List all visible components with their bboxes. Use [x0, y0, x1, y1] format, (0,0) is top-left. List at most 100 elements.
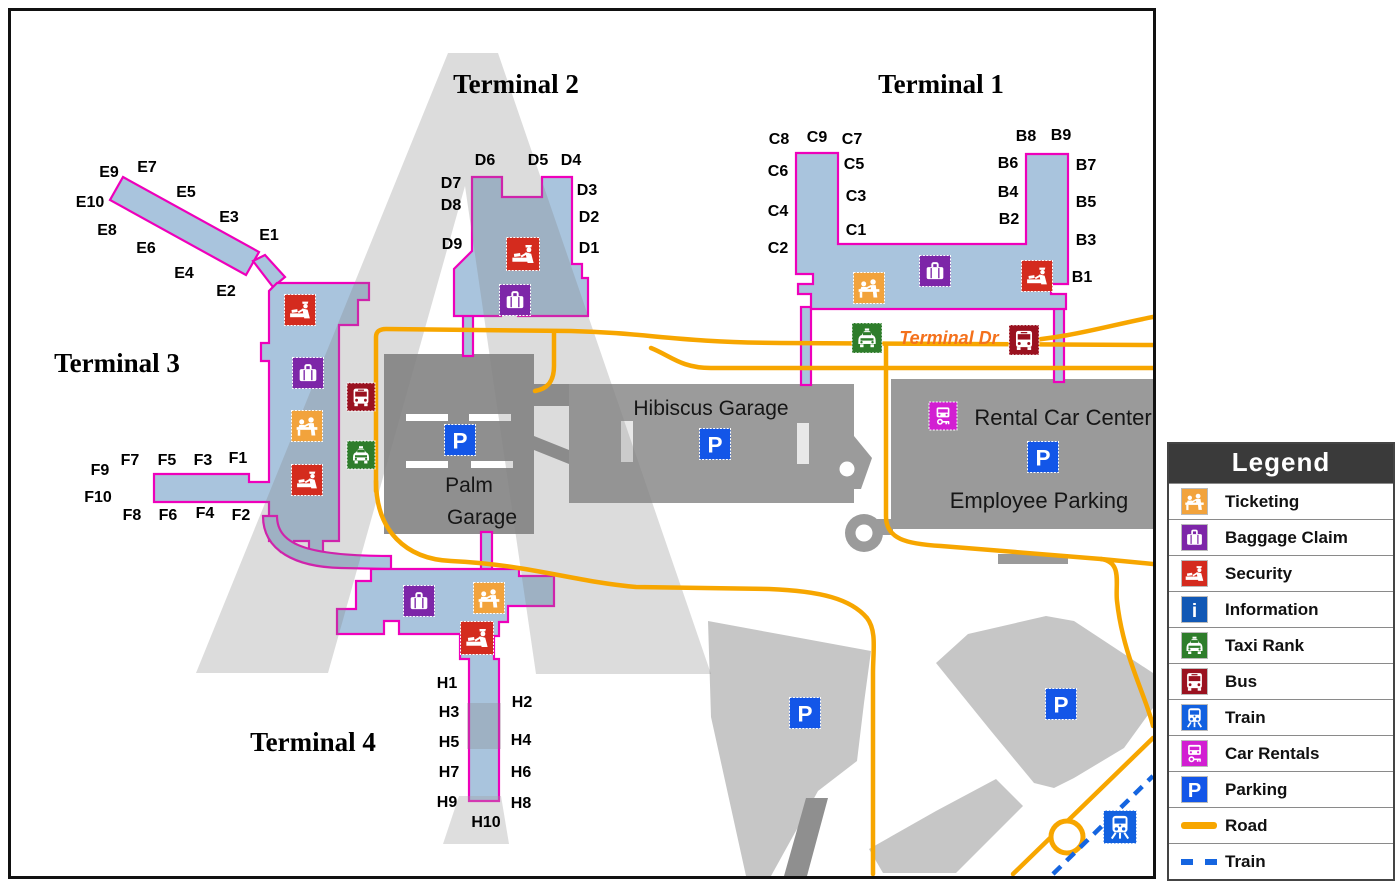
baggage-claim-icon — [919, 255, 951, 287]
terminal3-e-pier — [108, 175, 261, 277]
gate-label-D9: D9 — [442, 236, 463, 253]
ticketing-icon — [473, 582, 505, 614]
hibiscus-hole — [839, 461, 855, 477]
train-icon — [1181, 704, 1225, 731]
gate-label-E7: E7 — [137, 159, 157, 176]
terminal3-neck — [251, 253, 287, 289]
loop-ramp-hole — [855, 524, 873, 542]
security-icon — [506, 237, 540, 271]
car-rentals-icon — [928, 401, 958, 431]
terminal4-building — [335, 567, 556, 803]
legend-item-parking: Parking — [1169, 771, 1393, 807]
map-icons — [284, 237, 1137, 844]
gate-label-F3: F3 — [194, 452, 213, 469]
gate-label-E5: E5 — [176, 184, 196, 201]
legend-item-label: Baggage Claim — [1225, 527, 1348, 547]
baggage-claim-icon — [499, 284, 531, 316]
gate-label-B2: B2 — [999, 211, 1020, 228]
baggage-claim-icon — [403, 585, 435, 617]
gate-label-E4: E4 — [174, 265, 194, 282]
legend-item-bus: Bus — [1169, 663, 1393, 699]
gate-label-E6: E6 — [136, 240, 156, 257]
gate-label-F9: F9 — [91, 462, 110, 479]
gate-label-H4: H4 — [511, 732, 532, 749]
baggage-claim-icon — [292, 357, 324, 389]
gate-label-D1: D1 — [579, 240, 600, 257]
gate-label-C6: C6 — [768, 163, 789, 180]
gate-label-F2: F2 — [232, 507, 251, 524]
security-icon — [1181, 560, 1225, 587]
train-line — [1051, 774, 1153, 876]
bus-icon — [1008, 324, 1040, 356]
legend-item-label: Road — [1225, 815, 1268, 835]
gate-label-D5: D5 — [528, 152, 549, 169]
gate-label-F1: F1 — [229, 450, 248, 467]
security-icon — [284, 294, 316, 326]
legend-item-train: Train — [1169, 843, 1393, 879]
parking-icon — [1045, 688, 1077, 720]
gate-label-H2: H2 — [512, 694, 533, 711]
gate-label-B4: B4 — [998, 184, 1019, 201]
map-canvas: i — [54, 53, 1153, 876]
legend-item-label: Car Rentals — [1225, 743, 1320, 763]
gate-label-B6: B6 — [998, 155, 1019, 172]
gate-label-H8: H8 — [511, 795, 532, 812]
gate-label-F7: F7 — [121, 452, 140, 469]
gate-label-H6: H6 — [511, 764, 532, 781]
security-icon — [1021, 260, 1053, 292]
gate-label-D6: D6 — [475, 152, 496, 169]
gate-label-B1: B1 — [1072, 269, 1093, 286]
gate-label-D8: D8 — [441, 197, 462, 214]
terminal2-title: Terminal 2 — [453, 69, 579, 99]
gate-label-D4: D4 — [561, 152, 582, 169]
train-line-icon — [1181, 858, 1225, 865]
ticketing-icon — [291, 410, 323, 442]
legend-item-car-rentals: Car Rentals — [1169, 735, 1393, 771]
garages-and-lots — [384, 354, 1153, 876]
roads — [373, 314, 1153, 876]
legend-item-taxi-rank: Taxi Rank — [1169, 627, 1393, 663]
gate-label-E2: E2 — [216, 283, 236, 300]
gate-label-E3: E3 — [219, 209, 239, 226]
gate-label-D3: D3 — [577, 182, 598, 199]
parking-lot-wedge — [869, 779, 1023, 873]
gate-label-D2: D2 — [579, 209, 600, 226]
security-icon — [460, 621, 494, 655]
terminal3-terminal4-connector — [261, 514, 393, 571]
legend-item-label: Ticketing — [1225, 491, 1300, 511]
palm-garage-label-line2: Garage — [447, 506, 517, 529]
runway-watermark — [196, 53, 711, 844]
taxi-rank-icon — [851, 322, 883, 354]
gate-label-F5: F5 — [158, 452, 177, 469]
garage-slot — [621, 421, 633, 462]
gate-label-B3: B3 — [1076, 232, 1097, 249]
road-swatch — [1181, 822, 1217, 829]
gate-label-E8: E8 — [97, 222, 117, 239]
hibiscus-garage-corner — [831, 436, 872, 489]
gate-label-F8: F8 — [123, 507, 142, 524]
gate-label-H1: H1 — [437, 675, 458, 692]
gate-label-F6: F6 — [159, 507, 178, 524]
gate-label-C5: C5 — [844, 156, 865, 173]
terminal1-building — [794, 151, 1070, 311]
legend-item-ticketing: Ticketing — [1169, 483, 1393, 519]
gate-label-B7: B7 — [1076, 157, 1097, 174]
gate-label-C7: C7 — [842, 131, 863, 148]
runway-strip — [784, 798, 828, 876]
legend-item-label: Parking — [1225, 779, 1288, 799]
parking-icon — [699, 428, 731, 460]
information-icon — [1181, 596, 1225, 623]
ticketing-icon — [1181, 488, 1225, 515]
parking-icon — [1027, 441, 1059, 473]
parking-icon — [789, 697, 821, 729]
gate-label-F4: F4 — [196, 505, 215, 522]
palm-garage-label-line1: Palm — [445, 474, 493, 497]
car-rentals-icon — [1181, 740, 1225, 767]
road-line-icon — [1181, 822, 1225, 829]
legend-item-label: Taxi Rank — [1225, 635, 1305, 655]
gate-label-H9: H9 — [437, 794, 458, 811]
security-icon — [291, 464, 323, 496]
legend-item-road: Road — [1169, 807, 1393, 843]
terminal1-stem-left — [799, 305, 813, 387]
train-line-swatch — [1181, 858, 1217, 865]
